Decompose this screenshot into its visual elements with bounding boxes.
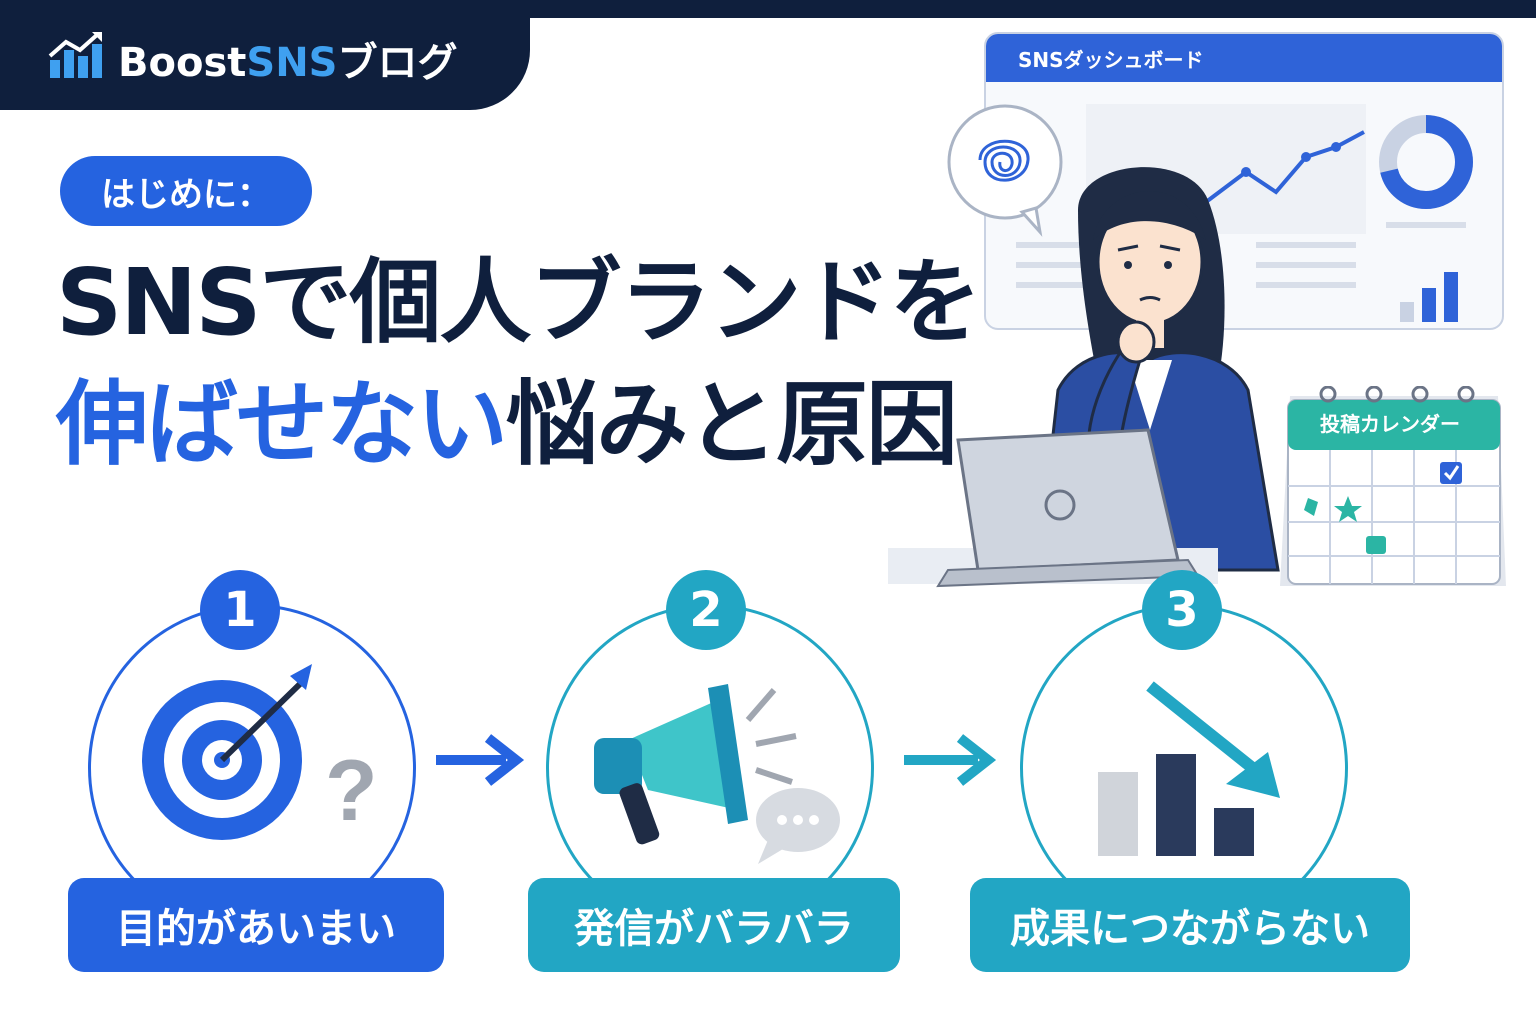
arrow-right-icon bbox=[436, 734, 525, 786]
intro-badge: はじめに： bbox=[60, 156, 312, 226]
brand-header bbox=[0, 0, 530, 110]
brand-name-accent: SNS bbox=[246, 40, 338, 86]
step-3-label: 成果につながらない bbox=[970, 878, 1410, 972]
brand-name-main: Boost bbox=[118, 40, 247, 86]
megaphone-icon bbox=[594, 684, 840, 864]
step-3-number: 3 bbox=[1142, 570, 1222, 650]
target-question-icon: ? bbox=[142, 664, 378, 840]
step-2-number: 2 bbox=[666, 570, 746, 650]
tangled-scribble-icon bbox=[947, 104, 1063, 237]
svg-text:?: ? bbox=[325, 743, 378, 839]
laptop-illustration bbox=[888, 428, 1218, 588]
headline-line-1: SNSで個人ブランドを bbox=[56, 249, 982, 356]
brand-name[interactable]: BoostSNSブログ bbox=[118, 30, 457, 88]
step-2-label: 発信がバラバラ bbox=[528, 878, 900, 972]
headline-rest: 悩みと原因 bbox=[506, 371, 958, 478]
dashboard-title: SNSダッシュボード bbox=[1018, 47, 1204, 72]
arrow-right-icon-2 bbox=[904, 734, 997, 786]
calendar-title: 投稿カレンダー bbox=[1320, 412, 1460, 436]
step-1-label: 目的があいまい bbox=[68, 878, 444, 972]
bar-chart-arrow-icon bbox=[48, 32, 102, 78]
headline-line-2: 伸ばせない悩みと原因 bbox=[56, 370, 958, 480]
post-calendar: 投稿カレンダー bbox=[1270, 386, 1508, 586]
step-1-number: 1 bbox=[200, 570, 280, 650]
brand-name-suffix: ブログ bbox=[337, 40, 458, 86]
dashboard-window: SNSダッシュボード bbox=[984, 32, 1504, 330]
headline-highlight: 伸ばせない bbox=[56, 371, 508, 478]
declining-bars-icon bbox=[1098, 681, 1280, 856]
